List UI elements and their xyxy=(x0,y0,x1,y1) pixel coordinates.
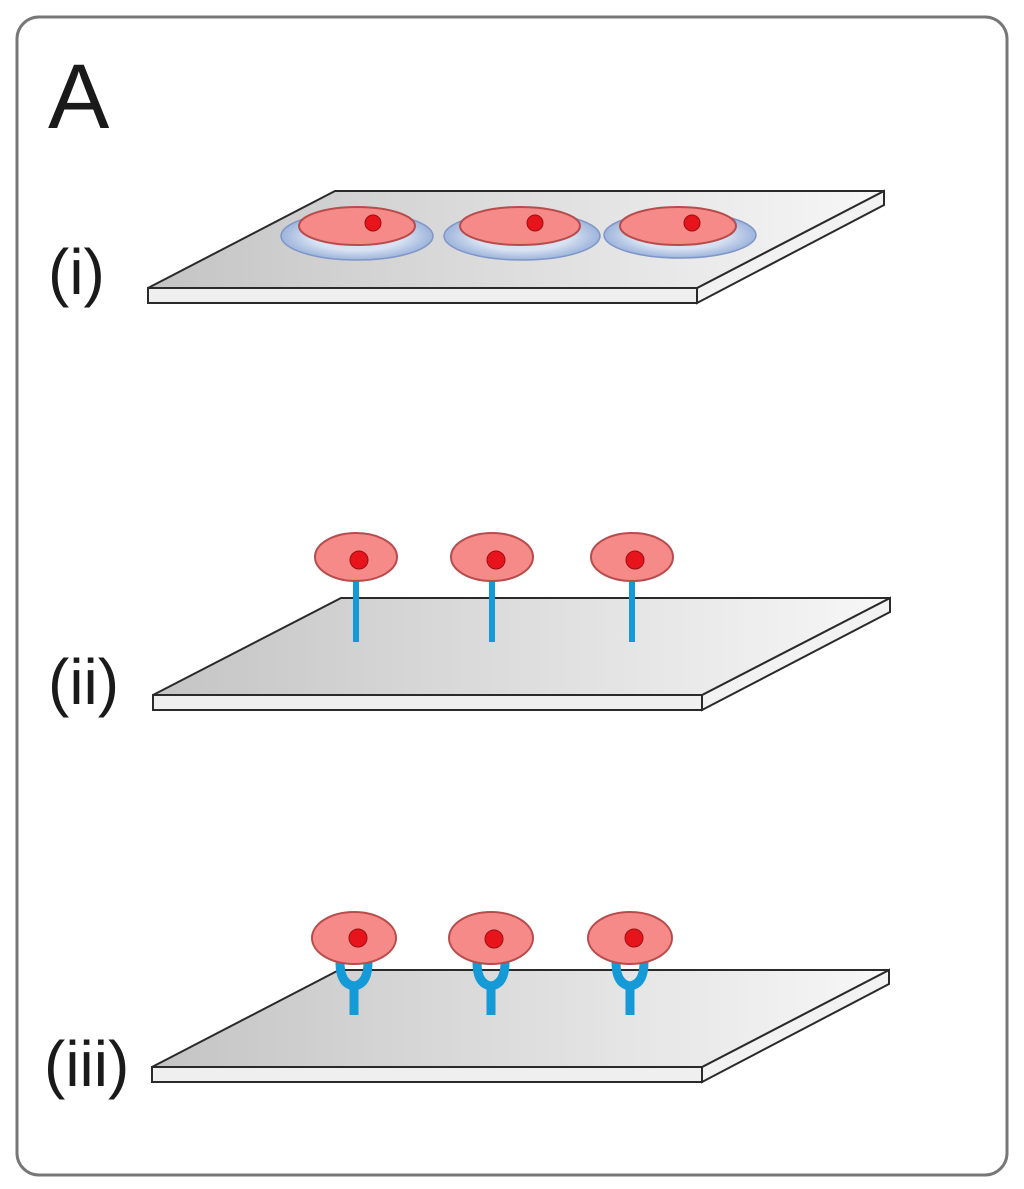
antibody-bound-cell xyxy=(448,911,534,1015)
panel-letter: A xyxy=(48,46,110,148)
spread-cell xyxy=(280,206,434,261)
spread-cell xyxy=(443,206,601,261)
antibody-y-shape xyxy=(611,957,649,1015)
spread-cell xyxy=(603,206,757,259)
antibody-y-shape xyxy=(335,957,373,1015)
antibody-bound-cell xyxy=(587,911,673,1015)
row-iii: (iii) xyxy=(44,911,890,1100)
row-ii: (ii) xyxy=(48,532,891,718)
antibody-y-shape xyxy=(472,957,510,1015)
glass-slide-iii xyxy=(151,968,890,1084)
row-label-iii: (iii) xyxy=(44,1028,129,1100)
tethered-cell xyxy=(590,532,674,642)
panel-frame xyxy=(15,15,1009,1177)
row-i: (i) xyxy=(48,189,885,308)
tethered-cell xyxy=(450,532,534,642)
row-label-ii: (ii) xyxy=(48,646,119,718)
row-label-i: (i) xyxy=(48,236,105,308)
tethered-cell xyxy=(314,532,398,642)
glass-slide-ii xyxy=(152,596,891,712)
antibody-bound-cell xyxy=(311,911,397,1015)
